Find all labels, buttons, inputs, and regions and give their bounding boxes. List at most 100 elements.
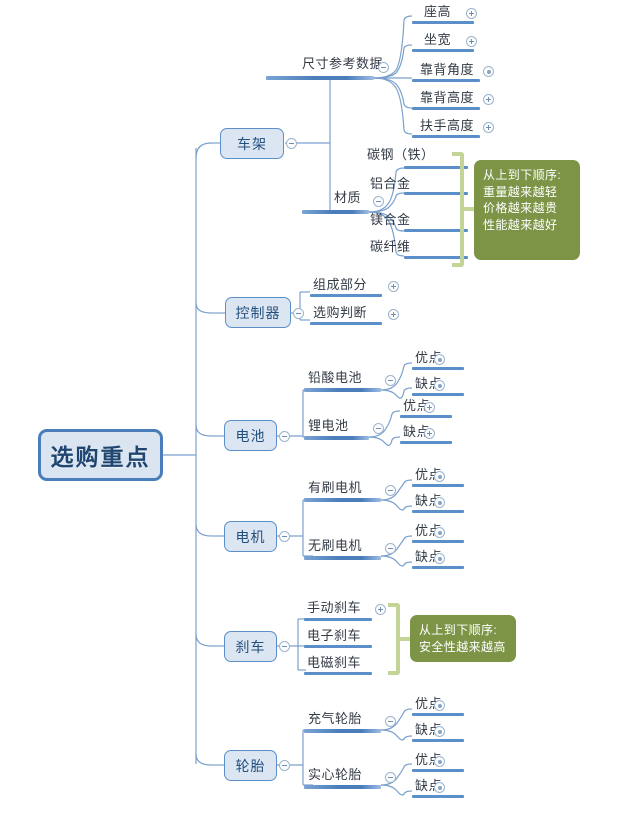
- underline-pneumatic-pros: [412, 713, 464, 716]
- underline-solid-tire: [304, 785, 381, 789]
- underline-pneumatic-cons: [412, 739, 464, 742]
- node-solid-tire[interactable]: 实心轮胎: [308, 767, 363, 782]
- toggle-lead-acid-battery[interactable]: [385, 375, 396, 386]
- toggle-controller-components[interactable]: [388, 281, 399, 292]
- underline-lithium-cons: [400, 441, 452, 444]
- branch-node-tire[interactable]: 轮胎: [224, 750, 277, 781]
- node-electronic-brake[interactable]: 电子刹车: [307, 628, 362, 643]
- node-magnesium-alloy[interactable]: 镁合金: [370, 212, 411, 227]
- underline-solid-pros: [412, 769, 464, 772]
- toggle-backrest-height[interactable]: [483, 94, 494, 105]
- toggle-controller-selection[interactable]: [388, 309, 399, 320]
- node-brushless-motor[interactable]: 无刷电机: [308, 538, 363, 553]
- underline-armrest-height: [412, 135, 480, 138]
- branch-node-brake[interactable]: 刹车: [224, 631, 277, 662]
- underline-lead-acid-pros: [412, 367, 464, 370]
- node-lead-acid-battery[interactable]: 铅酸电池: [308, 370, 363, 385]
- branch-node-motor[interactable]: 电机: [224, 521, 277, 552]
- toggle-brushed-pros[interactable]: [434, 471, 445, 482]
- toggle-motor[interactable]: [279, 531, 290, 542]
- toggle-lithium-battery[interactable]: [373, 423, 384, 434]
- toggle-seat-height[interactable]: [466, 8, 477, 19]
- toggle-backrest-angle[interactable]: [483, 66, 494, 77]
- node-material[interactable]: 材质: [334, 190, 362, 205]
- node-lithium-pros[interactable]: 优点: [403, 398, 431, 413]
- bracket-stub-material: [462, 207, 474, 211]
- toggle-manual-brake[interactable]: [375, 604, 386, 615]
- underline-backrest-angle: [412, 79, 480, 82]
- toggle-solid-pros[interactable]: [434, 756, 445, 767]
- node-pneumatic-tire[interactable]: 充气轮胎: [308, 711, 363, 726]
- toggle-tire[interactable]: [279, 760, 290, 771]
- toggle-lead-acid-pros[interactable]: [434, 354, 445, 365]
- underline-controller-selection: [310, 322, 382, 325]
- node-aluminum-alloy[interactable]: 铝合金: [370, 176, 411, 191]
- toggle-brushed-cons[interactable]: [434, 497, 445, 508]
- toggle-brushed-motor[interactable]: [385, 485, 396, 496]
- toggle-solid-cons[interactable]: [434, 782, 445, 793]
- branch-node-battery[interactable]: 电池: [224, 420, 277, 451]
- toggle-battery[interactable]: [279, 431, 290, 442]
- underline-electromagnetic-brake: [304, 672, 372, 675]
- underline-carbon-fiber: [404, 256, 468, 259]
- underline-magnesium-alloy: [404, 229, 468, 232]
- underline-pneumatic-tire: [304, 729, 381, 733]
- toggle-pneumatic-cons[interactable]: [434, 726, 445, 737]
- node-seat-height[interactable]: 座高: [424, 4, 452, 19]
- underline-brushless-motor: [304, 556, 381, 560]
- underline-backrest-height: [412, 107, 480, 110]
- note-brake-order: 从上到下顺序: 安全性越来越高: [410, 615, 516, 662]
- toggle-solid-tire[interactable]: [385, 772, 396, 783]
- underline-seat-height: [412, 21, 474, 24]
- node-electromagnetic-brake[interactable]: 电磁刹车: [307, 655, 362, 670]
- toggle-frame[interactable]: [286, 138, 297, 149]
- toggle-lead-acid-cons[interactable]: [434, 380, 445, 391]
- note-material-order: 从上到下顺序: 重量越来越轻 价格越来越贵 性能越来越好: [474, 160, 580, 260]
- node-armrest-height[interactable]: 扶手高度: [420, 118, 475, 133]
- root-node[interactable]: 选购重点: [38, 429, 163, 481]
- toggle-pneumatic-pros[interactable]: [434, 700, 445, 711]
- toggle-armrest-height[interactable]: [483, 122, 494, 133]
- toggle-size-reference-data[interactable]: [378, 62, 389, 73]
- underline-lead-acid-cons: [412, 393, 464, 396]
- toggle-controller[interactable]: [293, 308, 304, 319]
- underline-material: [302, 210, 369, 214]
- underline-electronic-brake: [304, 645, 372, 648]
- node-controller-components[interactable]: 组成部分: [313, 277, 368, 292]
- underline-seat-width: [412, 49, 474, 52]
- toggle-material[interactable]: [373, 196, 384, 207]
- toggle-seat-width[interactable]: [466, 36, 477, 47]
- underline-solid-cons: [412, 795, 464, 798]
- toggle-lithium-pros[interactable]: [424, 402, 435, 413]
- underline-brushless-pros: [412, 540, 464, 543]
- node-backrest-height[interactable]: 靠背高度: [420, 90, 475, 105]
- node-seat-width[interactable]: 坐宽: [424, 32, 452, 47]
- branch-node-controller[interactable]: 控制器: [225, 297, 291, 328]
- underline-brushless-cons: [412, 566, 464, 569]
- node-lithium-cons[interactable]: 缺点: [403, 424, 431, 439]
- node-controller-selection[interactable]: 选购判断: [313, 305, 368, 320]
- underline-manual-brake: [304, 618, 372, 621]
- node-brushed-motor[interactable]: 有刷电机: [308, 480, 363, 495]
- node-carbon-fiber[interactable]: 碳纤维: [370, 239, 411, 254]
- toggle-brushless-cons[interactable]: [434, 553, 445, 564]
- toggle-brushless-pros[interactable]: [434, 527, 445, 538]
- bracket-stub-brake: [398, 637, 410, 641]
- toggle-pneumatic-tire[interactable]: [385, 716, 396, 727]
- node-size-reference-data[interactable]: 尺寸参考数据: [302, 56, 384, 71]
- underline-controller-components: [310, 294, 382, 297]
- underline-brushed-pros: [412, 484, 464, 487]
- underline-brushed-motor: [304, 498, 381, 502]
- toggle-lithium-cons[interactable]: [424, 428, 435, 439]
- toggle-brake[interactable]: [279, 641, 290, 652]
- node-backrest-angle[interactable]: 靠背角度: [420, 62, 475, 77]
- node-manual-brake[interactable]: 手动刹车: [307, 600, 362, 615]
- underline-lithium-pros: [400, 415, 452, 418]
- node-carbon-steel[interactable]: 碳钢（铁）: [367, 147, 435, 162]
- toggle-brushless-motor[interactable]: [385, 543, 396, 554]
- underline-size-reference-data: [266, 76, 374, 80]
- branch-node-frame[interactable]: 车架: [220, 128, 284, 159]
- node-lithium-battery[interactable]: 锂电池: [308, 418, 349, 433]
